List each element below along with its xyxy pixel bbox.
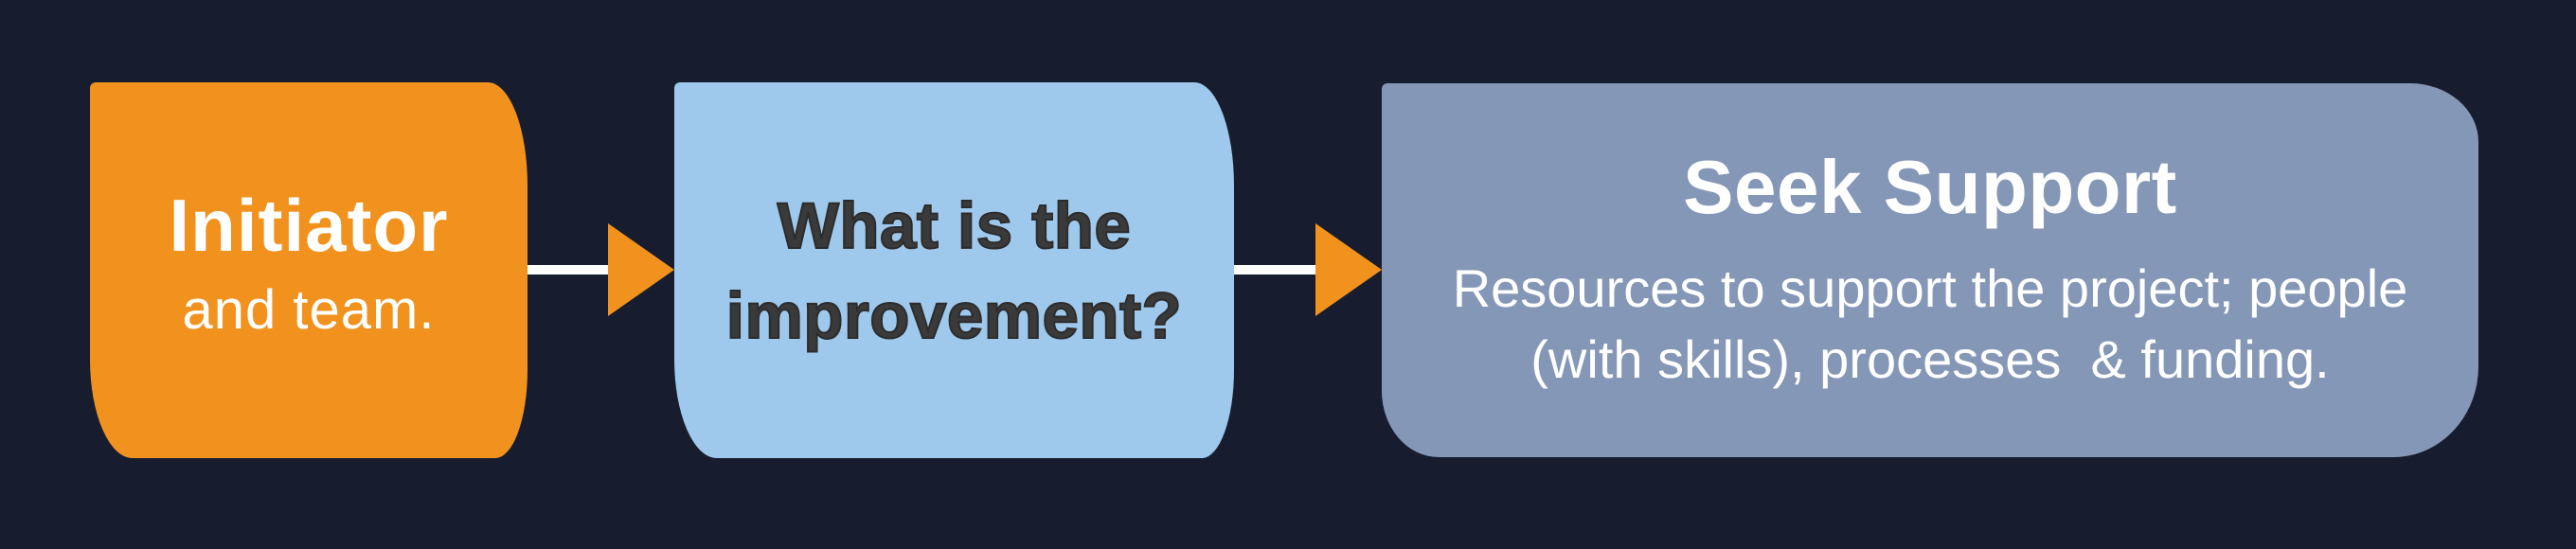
node-improvement-question: What is the improvement? bbox=[674, 82, 1234, 458]
arrow-shaft bbox=[1234, 265, 1317, 274]
initiator-subtitle: and team. bbox=[182, 279, 436, 341]
node-seek-support: Seek Support Resources to support the pr… bbox=[1382, 83, 2478, 457]
connector-arrow-1 bbox=[528, 223, 674, 316]
improvement-question-text: What is the improvement? bbox=[725, 188, 1183, 353]
node-initiator: Initiator and team. bbox=[90, 82, 528, 458]
arrow-head-icon bbox=[1315, 223, 1382, 316]
connector-arrow-2 bbox=[1234, 223, 1382, 316]
initiator-title: Initiator bbox=[169, 184, 449, 267]
seek-support-title: Seek Support bbox=[1683, 144, 2177, 229]
seek-support-description: Resources to support the project; people… bbox=[1452, 257, 2408, 389]
arrow-shaft bbox=[528, 265, 611, 274]
arrow-head-icon bbox=[608, 223, 674, 316]
